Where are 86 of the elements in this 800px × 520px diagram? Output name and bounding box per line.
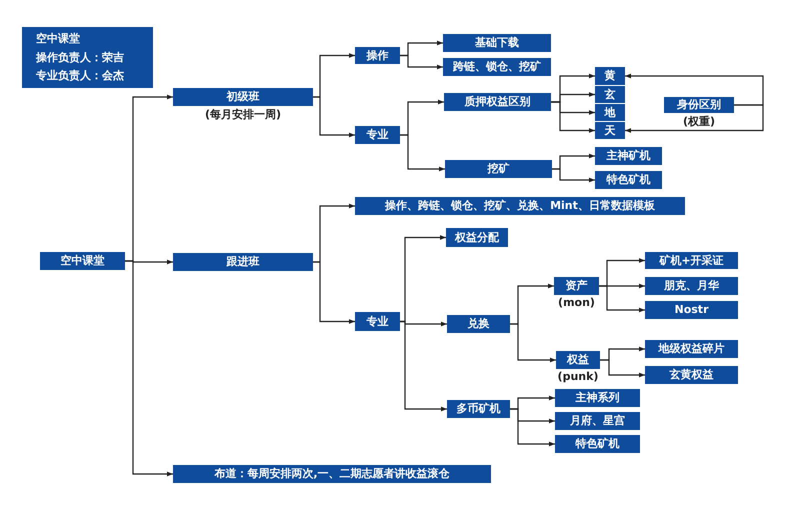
- box-text: 玄: [604, 88, 616, 102]
- box-text: 天: [604, 124, 616, 138]
- box-text: 操作、跨链、锁仓、挖矿、兑换、Mint、日常数据模板: [385, 199, 655, 213]
- label-box: [446, 228, 508, 247]
- note-text: (权重): [682, 114, 716, 129]
- connector-arrow: [510, 408, 555, 446]
- connector-arrow: [125, 260, 173, 476]
- label-box: [595, 104, 625, 121]
- connector-arrow: [400, 54, 443, 70]
- connector-arrow: [600, 359, 645, 378]
- note-text: (每月安排一周): [204, 107, 282, 122]
- box-text: 权益: [567, 353, 589, 367]
- box-text: 专业: [366, 314, 388, 328]
- label-box: [645, 340, 738, 358]
- connector-arrow: [313, 261, 355, 324]
- label-box: [443, 34, 551, 52]
- label-box: [173, 253, 313, 271]
- box-text: 空中课堂: [36, 32, 80, 46]
- box-text: 专业负责人：会杰: [36, 69, 124, 84]
- box-text: 基础下载: [475, 36, 519, 50]
- label-box: [355, 312, 400, 331]
- label-box: [595, 86, 625, 103]
- connector-arrow: [551, 101, 595, 133]
- box-text: 操作: [366, 48, 388, 62]
- label-box: [645, 252, 738, 269]
- note-text: (mon): [558, 296, 595, 309]
- label-box: [645, 366, 738, 384]
- label-box: [645, 301, 738, 319]
- label-box: [355, 197, 685, 215]
- label-box: [443, 58, 551, 76]
- label-box: [595, 171, 662, 189]
- box-text: 主神系列: [576, 391, 620, 405]
- label-box: [444, 93, 551, 111]
- connector-arrow: [400, 134, 445, 172]
- box-text: Nostr: [674, 303, 708, 317]
- label-box: [22, 27, 153, 88]
- box-text: 挖矿: [488, 162, 510, 176]
- box-text: 地级权益碎片: [658, 342, 724, 356]
- box-text: 跨链、锁仓、挖矿: [453, 60, 541, 74]
- label-box: [555, 412, 640, 430]
- label-box: [173, 88, 313, 106]
- label-box: [355, 126, 400, 144]
- label-box: [447, 400, 510, 418]
- box-text: 月府、星宫: [570, 414, 625, 428]
- box-text: 跟进班: [226, 255, 260, 269]
- connector-arrow: [510, 323, 556, 362]
- label-box: [173, 465, 491, 483]
- box-text: 布道：每周安排两次,一、二期志愿者讲收益滚仓: [214, 467, 450, 481]
- label-box: [645, 277, 738, 295]
- box-text: 操作负责人：荣吉: [36, 50, 124, 64]
- box-text: 特色矿机: [576, 437, 620, 451]
- note-text: (punk): [558, 370, 598, 383]
- box-text: 朋克、月华: [664, 279, 719, 293]
- connector-arrow: [599, 285, 645, 312]
- label-box: [595, 67, 625, 85]
- label-box: [595, 122, 625, 139]
- box-text: 玄黄权益: [670, 368, 714, 382]
- box-text: 初级班: [226, 90, 260, 104]
- connector-arrow: [625, 74, 764, 106]
- label-box: [664, 97, 734, 113]
- box-text: 地: [604, 106, 616, 120]
- connector-arrow: [625, 104, 764, 133]
- label-box: [447, 315, 510, 333]
- connector-arrow: [400, 320, 447, 412]
- box-text: 专业: [366, 128, 388, 142]
- box-text: 质押权益区别: [464, 95, 530, 109]
- label-box: [445, 160, 552, 178]
- box-text: 特色矿机: [606, 173, 650, 187]
- box-text: 兑换: [468, 317, 490, 331]
- label-box: [355, 47, 400, 64]
- label-box: [556, 351, 600, 369]
- box-text: 权益分配: [455, 230, 499, 244]
- label-box: [40, 252, 125, 270]
- box-text: 黄: [604, 69, 616, 83]
- box-text: 身份区别: [677, 98, 721, 112]
- connector-arrow: [313, 96, 355, 138]
- label-box: [555, 435, 640, 453]
- connector-arrow: [552, 168, 595, 182]
- box-text: 主神矿机: [606, 149, 650, 163]
- box-text: 矿机+开采证: [659, 254, 724, 268]
- label-box: [555, 389, 640, 407]
- box-text: 空中课堂: [60, 254, 104, 268]
- label-box: [595, 147, 662, 165]
- label-box: [554, 277, 599, 295]
- box-text: 资产: [566, 279, 588, 293]
- box-text: 多币矿机: [456, 402, 500, 416]
